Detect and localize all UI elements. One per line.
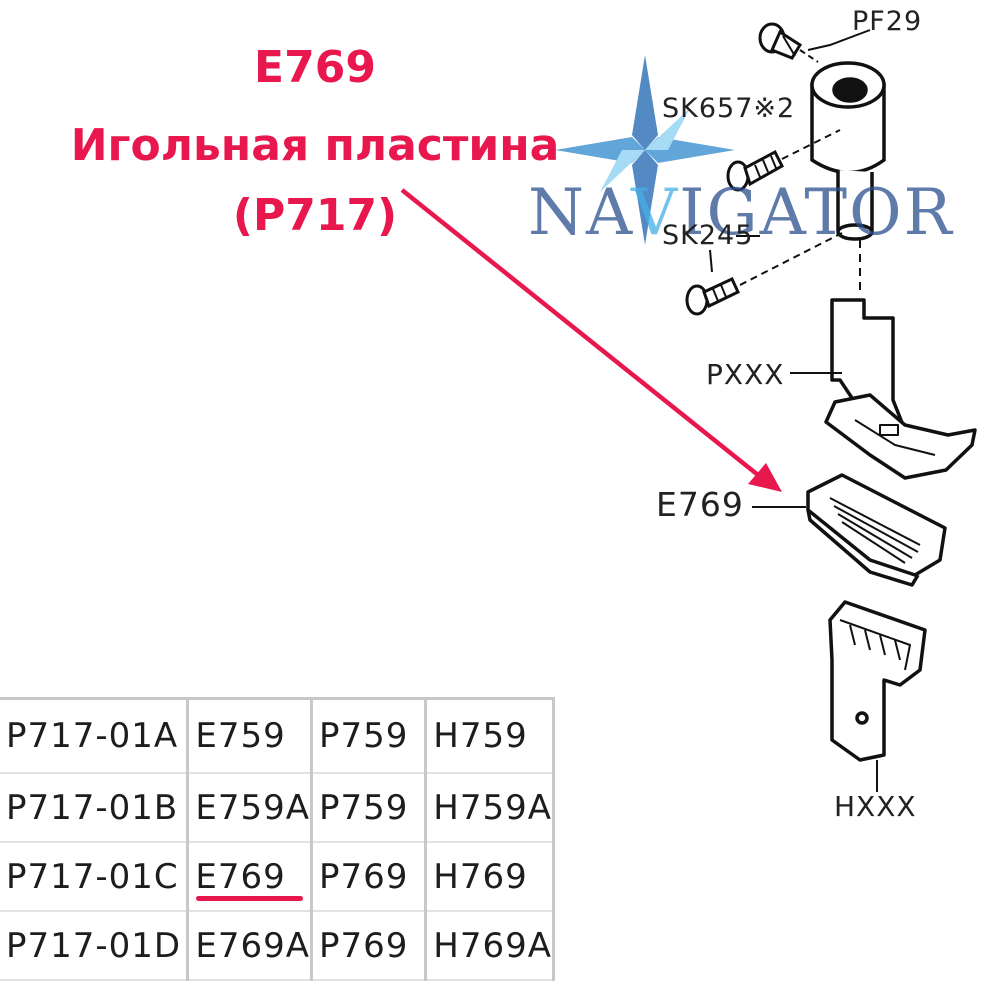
label-pf29: PF29 bbox=[852, 6, 923, 37]
table-cell: P769 bbox=[311, 842, 428, 912]
pointer-arrow bbox=[400, 188, 782, 492]
table-row: P717-01D E769A P769 H769A bbox=[0, 911, 555, 981]
throat-plate bbox=[806, 473, 947, 587]
label-e769: E769 bbox=[656, 485, 744, 524]
presser-clamp bbox=[810, 61, 886, 241]
table-row: P717-01A E759 P759 H759 bbox=[0, 697, 555, 774]
table-cell: H759A bbox=[425, 773, 555, 843]
table-cell: P759 bbox=[311, 697, 428, 774]
table-cell: E759 bbox=[187, 697, 314, 774]
part-name-heading: Игольная пластина bbox=[70, 120, 560, 171]
table-cell: H769 bbox=[425, 842, 555, 912]
sk657-screw bbox=[726, 149, 784, 192]
table-cell: P717-01D bbox=[0, 911, 190, 981]
table-cell: H769A bbox=[425, 911, 555, 981]
sk245-screw bbox=[685, 277, 740, 316]
watermark-text-left: NA bbox=[528, 176, 632, 250]
table-cell: P717-01C bbox=[0, 842, 190, 912]
feed-dog bbox=[828, 600, 927, 762]
table-cell: P717-01A bbox=[0, 697, 190, 774]
navigator-watermark: NAVIGATOR bbox=[528, 176, 954, 250]
table-cell: P759 bbox=[311, 773, 428, 843]
label-pxxx: PXXX bbox=[706, 358, 785, 391]
label-sk657: SK657※2 bbox=[662, 93, 796, 124]
part-code-heading: E769 bbox=[254, 42, 376, 93]
compass-star-icon bbox=[555, 55, 735, 245]
pf29-screw bbox=[758, 22, 819, 63]
table-cell: P717-01B bbox=[0, 773, 190, 843]
watermark-text-accent: V bbox=[631, 176, 680, 250]
highlight-underline bbox=[196, 896, 303, 901]
table-cell: P769 bbox=[311, 911, 428, 981]
table-cell: E759A bbox=[187, 773, 314, 843]
parts-table: P717-01A E759 P759 H759 P717-01B E759A P… bbox=[0, 697, 555, 981]
table-row: P717-01B E759A P759 H759A bbox=[0, 773, 555, 843]
label-sk245: SK245 bbox=[662, 220, 754, 251]
label-hxxx: HXXX bbox=[834, 790, 917, 823]
model-heading: (P717) bbox=[232, 190, 398, 241]
table-cell: H759 bbox=[425, 697, 555, 774]
table-cell: E769A bbox=[187, 911, 314, 981]
presser-foot bbox=[824, 298, 977, 480]
watermark-text-right: IGATOR bbox=[679, 176, 954, 250]
